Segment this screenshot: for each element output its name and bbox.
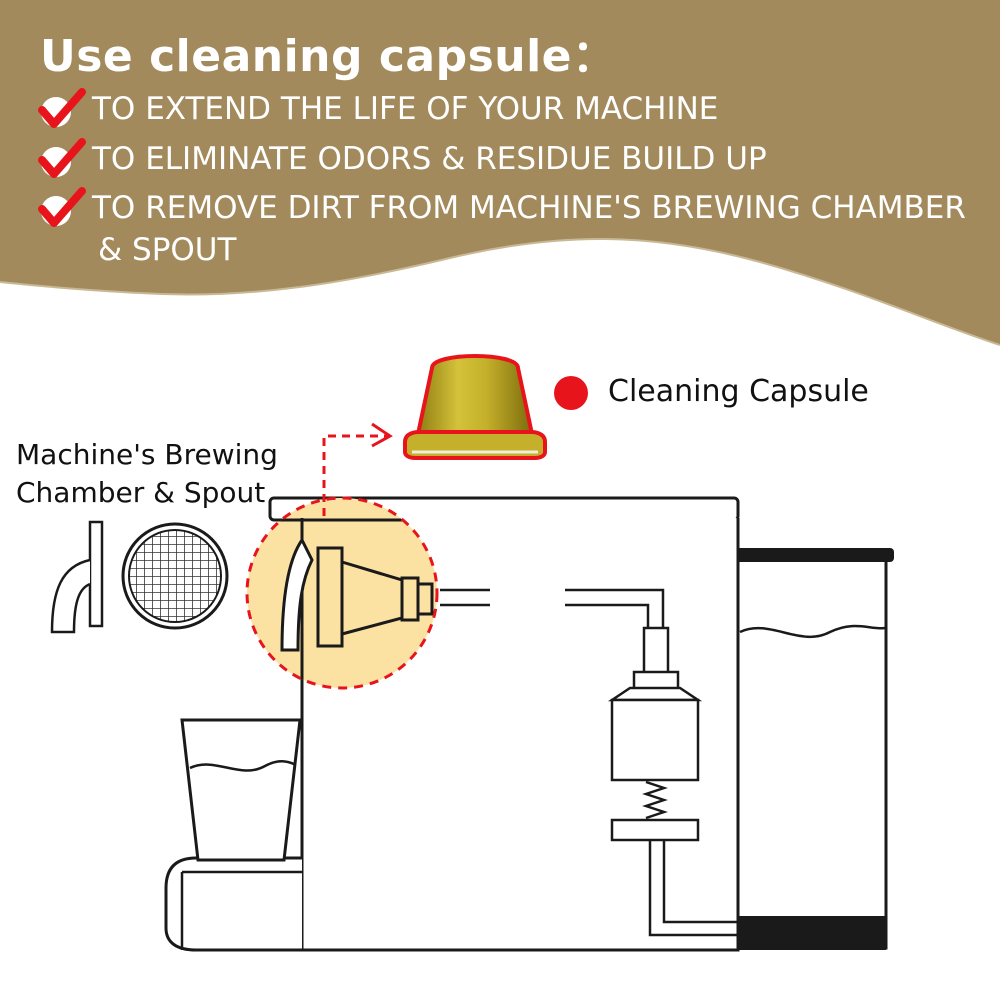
benefit-text: TO EXTEND THE LIFE OF YOUR MACHINE xyxy=(92,91,719,127)
mesh-filter-icon xyxy=(121,522,229,630)
coffee-cup xyxy=(180,718,302,862)
chamber-label-line1: Machine's Brewing xyxy=(16,438,278,471)
red-checkmark-icon xyxy=(38,138,86,178)
benefit-item: TO REMOVE DIRT FROM MACHINE'S BREWING CH… xyxy=(36,187,966,231)
page-title: Use cleaning capsule： xyxy=(40,31,617,82)
spout-icon xyxy=(50,520,104,634)
water-tank xyxy=(734,548,894,950)
gold-capsule-icon xyxy=(403,354,547,460)
benefit-text: TO REMOVE DIRT FROM MACHINE'S BREWING CH… xyxy=(92,190,966,226)
brewing-chamber-highlight xyxy=(245,496,439,690)
legend-label: Cleaning Capsule xyxy=(608,374,869,409)
benefit-item: TO EXTEND THE LIFE OF YOUR MACHINE xyxy=(36,88,718,132)
red-checkmark-icon xyxy=(38,187,86,227)
insertion-arrow xyxy=(322,422,393,516)
benefit-text: TO ELIMINATE ODORS & RESIDUE BUILD UP xyxy=(92,141,767,177)
chamber-label-line2: Chamber & Spout xyxy=(16,476,266,509)
red-dot-icon xyxy=(554,376,588,410)
benefit-item: TO ELIMINATE ODORS & RESIDUE BUILD UP xyxy=(36,138,767,182)
red-checkmark-icon xyxy=(38,88,86,128)
benefit-text-continued: & SPOUT xyxy=(98,232,237,268)
banner-edge xyxy=(0,238,1000,346)
